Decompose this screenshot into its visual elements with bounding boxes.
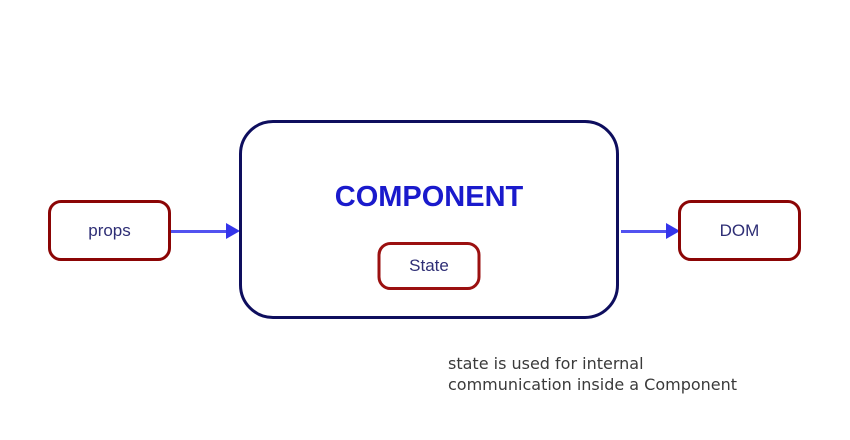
arrow-component-to-dom [621,223,680,239]
caption: state is used for internal communication… [448,353,737,395]
state-label: State [409,256,449,275]
arrow-props-to-component [171,223,240,239]
state-box: State [377,242,481,290]
dom-label: DOM [719,220,760,240]
arrow-line [621,229,668,233]
arrow-head-icon [666,223,680,239]
props-box: props [48,200,171,261]
dom-box: DOM [678,200,801,261]
caption-line-2: communication inside a Component [448,375,738,394]
component-title: COMPONENT [334,181,524,213]
arrow-line [171,229,228,233]
component-box: COMPONENT State [239,120,619,319]
props-label: props [88,220,131,240]
arrow-head-icon [226,223,240,239]
caption-line-1: state is used for internal [448,354,644,373]
